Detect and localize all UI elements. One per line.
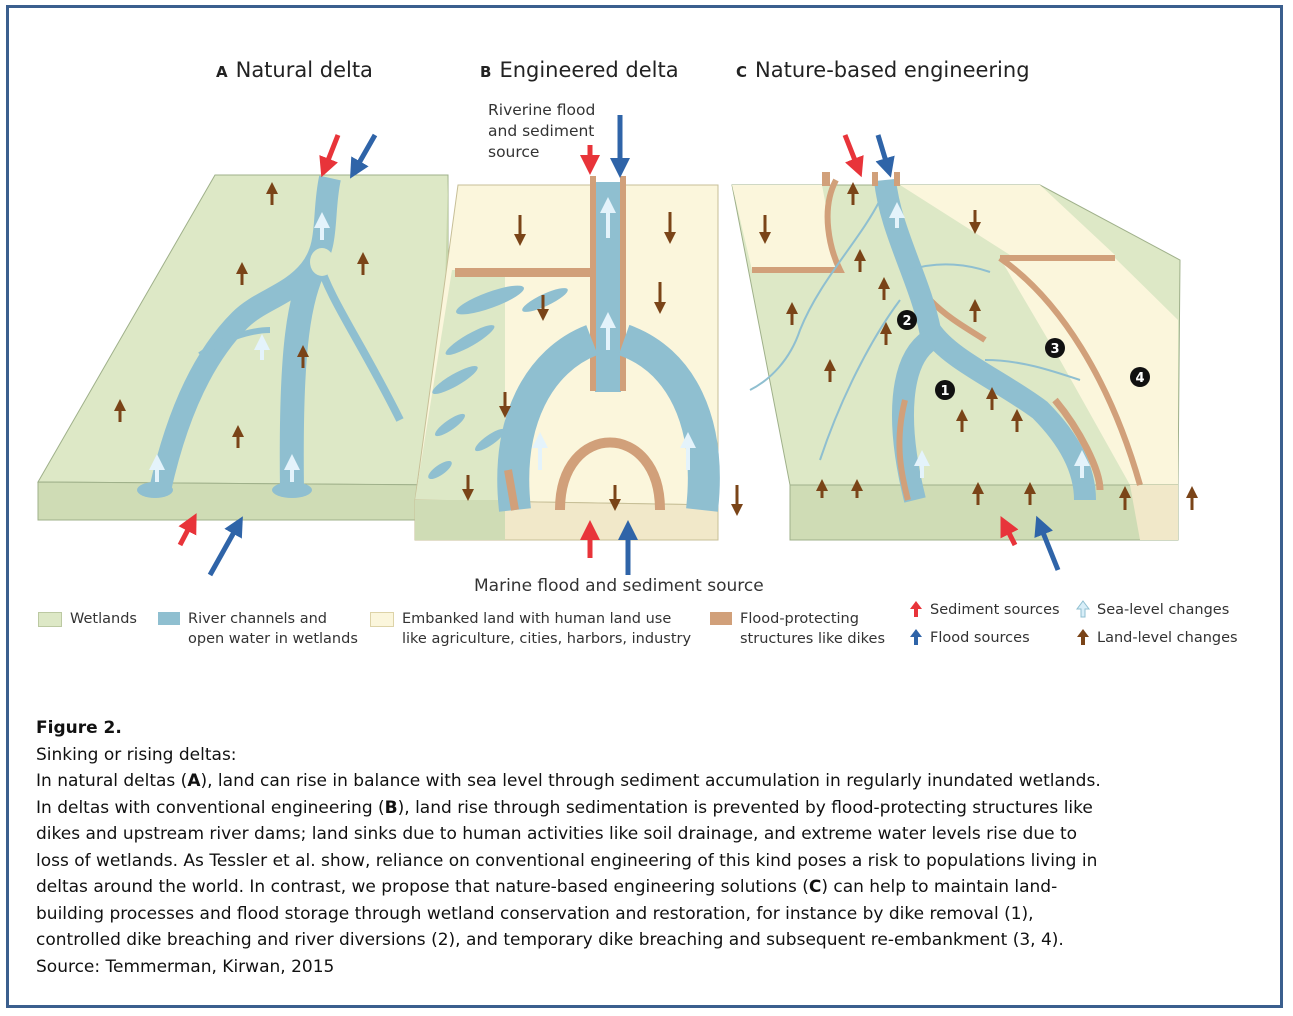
legend-river-line-2: open water in wetlands — [188, 631, 358, 647]
legend-sea-level: Sea-level changes — [1075, 600, 1229, 620]
caption-line-1b: A — [187, 771, 201, 791]
caption-line-1c: ), land can rise in balance with sea lev… — [200, 771, 1101, 791]
sea-level-arrows — [149, 197, 1090, 482]
legend-river-text: River channels and open water in wetland… — [188, 609, 358, 649]
legend-wetlands-text: Wetlands — [70, 611, 137, 627]
panel-a-title: A Natural delta — [216, 58, 373, 82]
panel-b-title: B Engineered delta — [480, 58, 679, 82]
caption-line-2a: In deltas with conventional engineering … — [36, 797, 385, 818]
caption-line-7: controlled dike breaching and river dive… — [36, 930, 1064, 950]
legend-river: River channels and open water in wetland… — [158, 609, 358, 649]
caption-line-1a: In natural deltas ( — [36, 771, 188, 791]
sediment-arrow-icon — [910, 601, 922, 617]
legend-dikes-text: Flood-protecting structures like dikes — [740, 609, 885, 649]
caption-line-6: building processes and flood storage thr… — [36, 903, 1034, 924]
legend-dikes-line-2: structures like dikes — [740, 631, 886, 647]
legend-embanked: Embanked land with human land use like a… — [370, 609, 691, 649]
panel-a-letter: A — [216, 63, 228, 81]
legend-embanked-text: Embanked land with human land use like a… — [402, 609, 691, 649]
svg-text:2: 2 — [902, 314, 911, 329]
panel-c-block — [731, 172, 1181, 541]
sea-level-arrow-icon — [1076, 600, 1090, 618]
caption-line-1: In natural deltas (A), land can rise in … — [36, 768, 1256, 795]
svg-text:4: 4 — [1135, 371, 1144, 386]
flood-arrow-icon — [910, 629, 922, 645]
caption-line-4: loss of wetlands. As Tessler et al. show… — [36, 850, 1098, 871]
caption-line-5a: deltas around the world. In contrast, we… — [36, 877, 809, 897]
legend-sediment-text: Sediment sources — [930, 602, 1060, 618]
caption-line-2b: B — [384, 797, 398, 818]
land-level-arrow-icon — [1077, 629, 1089, 645]
dike-swatch — [710, 612, 732, 625]
panel-a-block — [37, 174, 449, 521]
caption-line-5: deltas around the world. In contrast, we… — [36, 874, 1256, 901]
caption-line-2: In deltas with conventional engineering … — [36, 795, 1256, 822]
legend-river-line-1: River channels and — [188, 611, 327, 627]
riverine-line-2: and sediment — [488, 122, 595, 140]
panel-b-letter: B — [480, 63, 492, 81]
legend-wetlands: Wetlands — [38, 609, 137, 629]
caption-line-2c: ), land rise through sedimentation is pr… — [397, 797, 1093, 818]
delta-illustration: 2 1 3 4 — [37, 115, 1198, 577]
source-arrows — [177, 115, 1061, 577]
legend-embanked-line-2: like agriculture, cities, harbors, indus… — [402, 631, 692, 647]
panel-c-title: C Nature-based engineering — [736, 58, 1030, 82]
legend-flood-text: Flood sources — [930, 630, 1030, 646]
legend-flood: Flood sources — [908, 628, 1030, 648]
marker-4: 4 — [1130, 367, 1150, 387]
panel-a-name: Natural delta — [235, 58, 373, 82]
marine-source-label: Marine flood and sediment source — [474, 576, 764, 596]
panel-c-letter: C — [736, 63, 748, 81]
panel-c-name: Nature-based engineering — [755, 58, 1030, 82]
figure-caption: Figure 2. Sinking or rising deltas: In n… — [36, 715, 1256, 980]
legend-sea-level-text: Sea-level changes — [1097, 602, 1230, 618]
caption-line-5c: ) can help to maintain land- — [821, 877, 1058, 897]
legend-embanked-line-1: Embanked land with human land use — [402, 611, 672, 627]
legend-dikes: Flood-protecting structures like dikes — [710, 609, 885, 649]
legend-dikes-line-1: Flood-protecting — [740, 611, 859, 627]
land-level-arrows — [114, 182, 1198, 516]
wetland-swatch — [38, 612, 62, 627]
legend-sediment: Sediment sources — [908, 600, 1060, 620]
legend-land-level: Land-level changes — [1075, 628, 1238, 648]
riverine-source-label: Riverine flood and sediment source — [488, 100, 595, 163]
caption-line-8: Source: Temmerman, Kirwan, 2015 — [36, 956, 335, 977]
legend-land-level-text: Land-level changes — [1097, 630, 1238, 646]
panel-b-block — [414, 176, 720, 541]
river-swatch — [158, 612, 180, 625]
caption-line-3: dikes and upstream river dams; land sink… — [36, 824, 1078, 844]
riverine-line-3: source — [488, 143, 540, 161]
svg-text:3: 3 — [1050, 342, 1059, 357]
embanked-swatch — [370, 612, 394, 627]
svg-text:1: 1 — [940, 384, 949, 399]
caption-subtitle: Sinking or rising deltas: — [36, 744, 237, 765]
marker-2: 2 — [897, 310, 917, 330]
caption-line-5b: C — [808, 877, 822, 897]
panel-b-name: Engineered delta — [499, 58, 679, 82]
caption-title: Figure 2. — [36, 718, 122, 738]
riverine-line-1: Riverine flood — [488, 101, 596, 119]
marker-3: 3 — [1045, 338, 1065, 358]
marker-1: 1 — [935, 380, 955, 400]
